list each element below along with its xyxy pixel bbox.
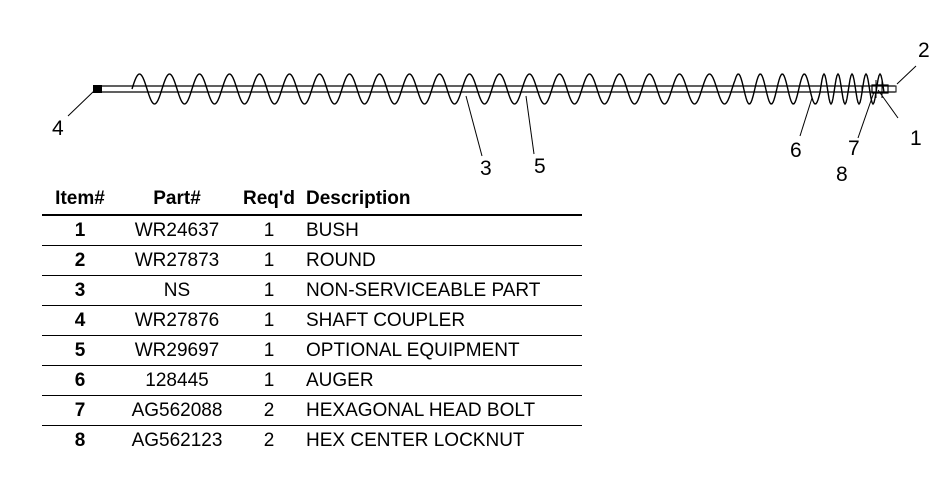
cell-part: WR27876 bbox=[118, 305, 236, 336]
cell-reqd: 1 bbox=[236, 215, 302, 246]
cell-part: WR24637 bbox=[118, 215, 236, 246]
table-row: 4 WR27876 1 SHAFT COUPLER bbox=[42, 305, 582, 336]
leader-lines bbox=[67, 65, 917, 157]
cell-item: 4 bbox=[42, 305, 118, 336]
cell-reqd: 1 bbox=[236, 275, 302, 306]
cell-item: 2 bbox=[42, 245, 118, 276]
header-description: Description bbox=[302, 186, 582, 216]
cell-item: 8 bbox=[74, 429, 86, 451]
callout-8: 8 bbox=[836, 163, 848, 186]
cell-item: 6 bbox=[42, 365, 118, 396]
cell-item: 7 bbox=[42, 395, 118, 426]
callout-7: 7 bbox=[848, 137, 860, 160]
header-part: Part# bbox=[118, 186, 236, 216]
cell-item: 5 bbox=[42, 335, 118, 366]
table-row: 7 AG562088 2 HEXAGONAL HEAD BOLT bbox=[42, 395, 582, 426]
cell-part: WR27873 bbox=[118, 245, 236, 276]
cell-description: OPTIONAL EQUIPMENT bbox=[302, 335, 582, 366]
parts-table: Item# Part# Req'd Description 1 WR24637 … bbox=[42, 186, 582, 455]
header-reqd: Req'd bbox=[236, 186, 302, 216]
cell-reqd: 1 bbox=[236, 305, 302, 336]
callout-5: 5 bbox=[534, 155, 546, 178]
auger-shaft bbox=[96, 85, 895, 93]
cell-description: BUSH bbox=[302, 215, 582, 246]
cell-description: NON-SERVICEABLE PART bbox=[302, 275, 582, 306]
cell-part: AG562123 bbox=[131, 429, 223, 451]
cell-item: 3 bbox=[42, 275, 118, 306]
table-row: 8 AG562123 2 HEX CENTER LOCKNUT bbox=[42, 426, 582, 456]
callout-2: 2 bbox=[918, 39, 930, 62]
callout-1: 1 bbox=[910, 127, 922, 150]
table-row: 1 WR24637 1 BUSH bbox=[42, 215, 582, 246]
cell-description: ROUND bbox=[302, 245, 582, 276]
callout-3: 3 bbox=[480, 157, 492, 180]
shaft-coupler bbox=[93, 85, 102, 93]
cell-description: AUGER bbox=[302, 365, 582, 396]
table-row: 2 WR27873 1 ROUND bbox=[42, 245, 582, 276]
cell-reqd: 1 bbox=[236, 245, 302, 276]
auger-diagram bbox=[67, 65, 917, 157]
table-row: 3 NS 1 NON-SERVICEABLE PART bbox=[42, 275, 582, 306]
shaft-end-hardware bbox=[861, 80, 897, 98]
cell-description: HEXAGONAL HEAD BOLT bbox=[302, 395, 582, 426]
cell-reqd: 1 bbox=[236, 335, 302, 366]
cell-reqd: 2 bbox=[263, 429, 275, 451]
callout-6: 6 bbox=[790, 139, 802, 162]
callout-4: 4 bbox=[52, 117, 64, 140]
parts-table-header: Item# Part# Req'd Description bbox=[42, 186, 582, 216]
cell-part: WR29697 bbox=[118, 335, 236, 366]
cell-reqd: 1 bbox=[236, 365, 302, 396]
table-row: 5 WR29697 1 OPTIONAL EQUIPMENT bbox=[42, 335, 582, 366]
header-item: Item# bbox=[42, 186, 118, 216]
cell-item: 1 bbox=[42, 215, 118, 246]
cell-description: HEX CENTER LOCKNUT bbox=[306, 429, 525, 451]
cell-reqd: 2 bbox=[236, 395, 302, 426]
cell-part: AG562088 bbox=[118, 395, 236, 426]
cell-part: NS bbox=[118, 275, 236, 306]
cell-description: SHAFT COUPLER bbox=[302, 305, 582, 336]
auger-flighting bbox=[131, 72, 885, 106]
table-row: 6 128445 1 AUGER bbox=[42, 365, 582, 396]
cell-part: 128445 bbox=[118, 365, 236, 396]
